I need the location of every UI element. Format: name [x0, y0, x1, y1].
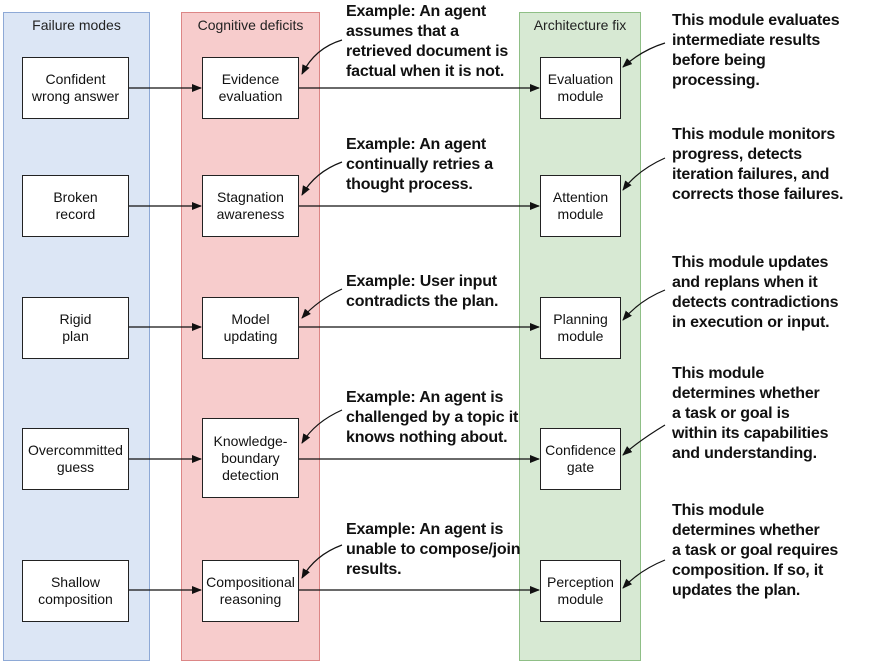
module-description: This module updates and replans when it … — [672, 254, 839, 331]
example-callout-arrow — [301, 544, 343, 579]
cognitive-deficit-box: Model updating — [202, 297, 299, 359]
failure-mode-box: Overcommitted guess — [22, 428, 129, 490]
failure-mode-box: Broken record — [22, 175, 129, 237]
example-note: Example: User input contradicts the plan… — [346, 273, 499, 310]
example-note: Example: An agent is challenged by a top… — [346, 389, 519, 446]
example-note: Example: An agent is unable to compose/j… — [346, 521, 521, 578]
architecture-fix-box: Planning module — [540, 297, 621, 359]
description-callout-arrow — [622, 424, 666, 456]
architecture-fix-box: Attention module — [540, 175, 621, 237]
architecture-fix-box: Evaluation module — [540, 57, 621, 119]
module-description: This module determines whether a task or… — [672, 502, 839, 599]
module-description: This module monitors progress, detects i… — [672, 126, 844, 203]
example-callout-arrow — [301, 409, 343, 444]
cognitive-deficit-box: Knowledge- boundary detection — [202, 418, 299, 498]
description-callout-arrow — [622, 559, 666, 589]
description-callout-arrow — [622, 289, 666, 321]
cognitive-deficit-box: Compositional reasoning — [202, 560, 299, 622]
architecture-fix-box: Confidence gate — [540, 428, 621, 490]
example-callout-arrow — [301, 288, 343, 319]
example-note: Example: An agent continually retries a … — [346, 136, 493, 193]
description-callout-arrow — [622, 42, 666, 68]
architecture-fix-title: Architecture fix — [533, 17, 627, 33]
failure-modes-title: Failure modes — [32, 17, 121, 33]
example-note: Example: An agent assumes that a retriev… — [346, 3, 509, 80]
example-callout-arrow — [301, 161, 343, 196]
cognitive-deficit-box: Evidence evaluation — [202, 57, 299, 119]
module-description: This module determines whether a task or… — [672, 365, 829, 462]
failure-mode-box: Rigid plan — [22, 297, 129, 359]
description-callout-arrow — [622, 157, 666, 191]
module-description: This module evaluates intermediate resul… — [672, 12, 840, 89]
failure-mode-box: Confident wrong answer — [22, 57, 129, 119]
cognitive-deficit-box: Stagnation awareness — [202, 175, 299, 237]
example-callout-arrow — [301, 39, 343, 75]
cognitive-deficits-title: Cognitive deficits — [197, 17, 304, 33]
failure-mode-box: Shallow composition — [22, 560, 129, 622]
architecture-fix-box: Perception module — [540, 560, 621, 622]
